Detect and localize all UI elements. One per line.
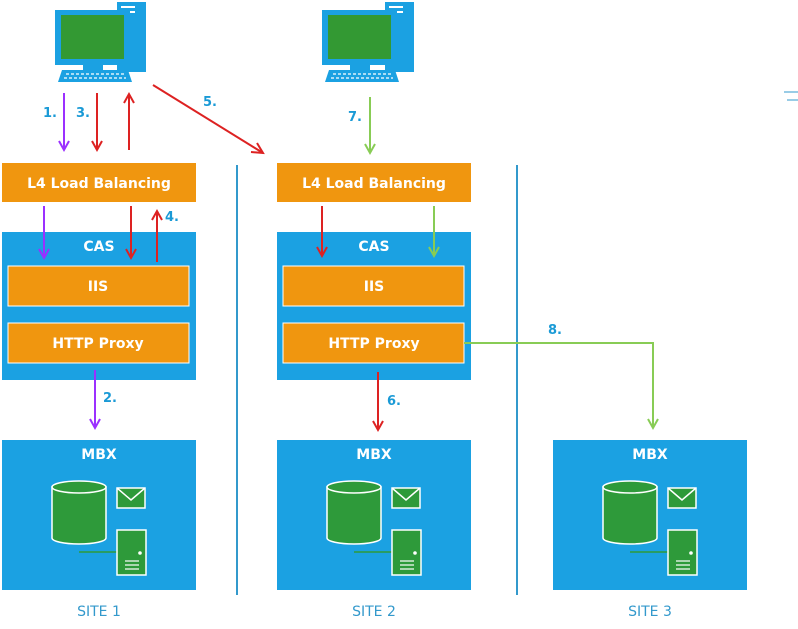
database-icon <box>326 480 382 545</box>
database-icon <box>602 480 658 545</box>
mbx-label: MBX <box>81 447 117 463</box>
load-balancer-label: L4 Load Balancing <box>27 176 171 192</box>
step-label-8: 8. <box>548 323 562 338</box>
arrow-step-8 <box>464 342 659 431</box>
load-balancer-box: L4 Load Balancing <box>2 163 196 202</box>
step-label-3: 3. <box>76 106 90 121</box>
mbx-box: MBX <box>277 440 471 590</box>
arrow-step-4 <box>151 208 163 262</box>
cas-label: CAS <box>83 239 114 255</box>
mbx-label: MBX <box>632 447 668 463</box>
step-label-4: 4. <box>165 210 179 225</box>
mbx-box: MBX <box>2 440 196 590</box>
arrow-lb-cas-red <box>125 206 137 261</box>
http-proxy-box <box>282 322 465 364</box>
arrow-step-5 <box>152 84 265 155</box>
arrow-step-3 <box>91 93 103 153</box>
load-balancer-box: L4 Load Balancing <box>277 163 471 202</box>
http-proxy-box <box>7 322 190 364</box>
server-icon <box>116 529 147 576</box>
arrow-step-2 <box>89 370 101 431</box>
arrow-step-7 <box>364 97 376 156</box>
cas-box: CAS IIS HTTP Proxy <box>2 232 196 380</box>
arrow-response-up <box>123 91 135 150</box>
iis-box <box>282 265 465 307</box>
arrow-step-1 <box>58 93 70 153</box>
http-proxy-label: HTTP Proxy <box>328 336 419 352</box>
site-label: SITE 3 <box>628 604 672 620</box>
arrow-lb-cas-purple <box>38 206 50 261</box>
arrow-lb-cas-green <box>428 206 440 259</box>
mbx-box: MBX <box>553 440 747 590</box>
arrow-lb-cas-red <box>316 206 328 259</box>
computer-icon <box>55 2 146 82</box>
iis-box <box>7 265 190 307</box>
step-label-7: 7. <box>348 110 362 125</box>
mbx-label: MBX <box>356 447 392 463</box>
step-label-2: 2. <box>103 391 117 406</box>
arrow-step-6 <box>372 372 384 433</box>
cas-label: CAS <box>358 239 389 255</box>
mail-icon <box>116 487 146 509</box>
step-label-5: 5. <box>203 95 217 110</box>
step-label-1: 1. <box>43 106 57 121</box>
iis-label: IIS <box>364 279 385 295</box>
cas-box: CAS IIS HTTP Proxy <box>277 232 471 380</box>
http-proxy-label: HTTP Proxy <box>52 336 143 352</box>
database-icon <box>51 480 107 545</box>
computer-icon <box>322 2 414 82</box>
mail-icon <box>667 487 697 509</box>
load-balancer-label: L4 Load Balancing <box>302 176 446 192</box>
step-label-6: 6. <box>387 394 401 409</box>
server-icon <box>391 529 422 576</box>
site-label: SITE 1 <box>77 604 121 620</box>
server-icon <box>667 529 698 576</box>
mail-icon <box>391 487 421 509</box>
iis-label: IIS <box>88 279 109 295</box>
site-label: SITE 2 <box>352 604 396 620</box>
